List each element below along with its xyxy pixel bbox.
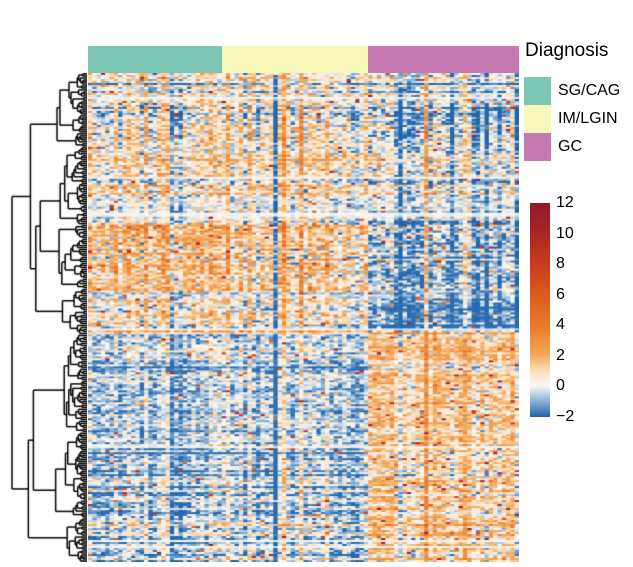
legend-label: IM/LGIN [558, 110, 618, 127]
colorbar-tick-label: 12 [556, 194, 574, 211]
annotation-segment-sg-cag [88, 46, 222, 73]
colorbar-tick-label: −2 [556, 408, 575, 425]
legend-swatch [524, 77, 551, 105]
colorbar-tick-label: 6 [556, 285, 565, 303]
colorbar-tick-label: 8 [556, 255, 565, 273]
colorbar-tick-label: 0 [556, 377, 565, 395]
row-dendrogram [10, 73, 87, 562]
legend-item-sg-cag: SG/CAG [524, 77, 620, 105]
annotation-segment-gc [368, 46, 519, 73]
legend-swatch [524, 105, 551, 133]
diagnosis-annotation-bar [88, 46, 519, 73]
legend-item-gc: GC [524, 133, 582, 161]
legend-label: GC [558, 138, 582, 155]
legend-swatch [524, 133, 551, 161]
legend-label: SG/CAG [558, 82, 621, 99]
colorbar-tick-label: 2 [556, 346, 565, 364]
heatmap-matrix [88, 73, 519, 562]
colorbar-tick-label: 4 [556, 316, 565, 334]
diagnosis-legend-title: Diagnosis [525, 40, 609, 61]
colorbar-gradient [530, 203, 550, 417]
colorbar-tick-label: 10 [556, 224, 574, 242]
legend-item-im-lgin: IM/LGIN [524, 105, 618, 133]
annotation-segment-im-lgin [221, 46, 369, 73]
